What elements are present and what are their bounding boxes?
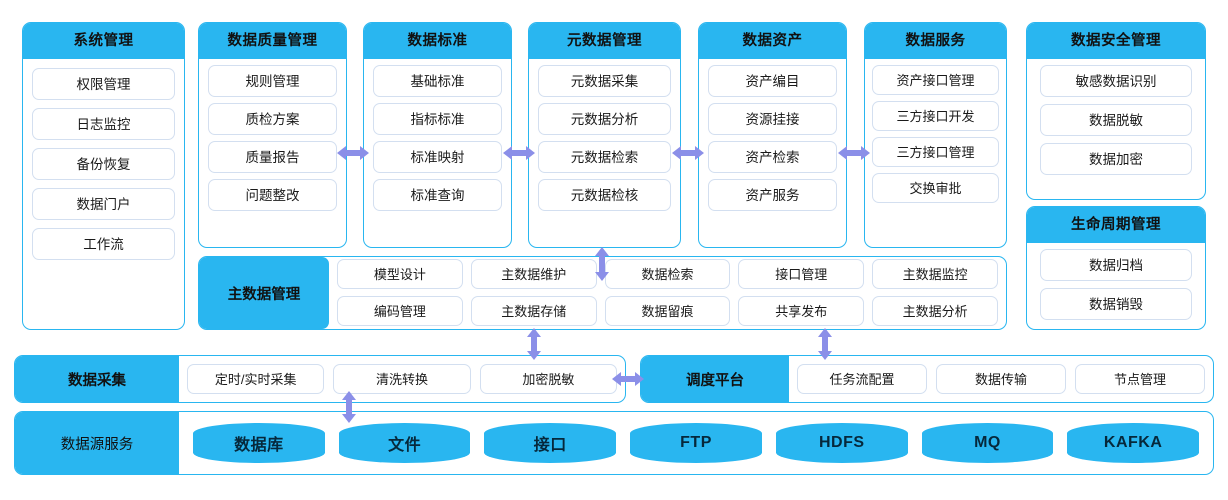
datasource-file[interactable]: 文件 <box>338 423 471 463</box>
chip-basic-standard[interactable]: 基础标准 <box>373 65 502 97</box>
chip-asset-search[interactable]: 资产检索 <box>708 141 837 173</box>
chip-metadata-analysis[interactable]: 元数据分析 <box>538 103 671 135</box>
panel-data-standard[interactable]: 数据标准 基础标准 指标标准 标准映射 标准查询 <box>363 22 512 248</box>
panel-metadata-management[interactable]: 元数据管理 元数据采集 元数据分析 元数据检索 元数据检核 <box>528 22 681 248</box>
panel-title-system-management: 系统管理 <box>23 23 184 59</box>
panel-data-asset[interactable]: 数据资产 资产编目 资源挂接 资产检索 资产服务 <box>698 22 847 248</box>
datasource-ftp[interactable]: FTP <box>630 423 762 463</box>
chip-data-portal[interactable]: 数据门户 <box>32 188 175 220</box>
chip-sensitive-data-identification[interactable]: 敏感数据识别 <box>1040 65 1192 97</box>
chip-workflow[interactable]: 工作流 <box>32 228 175 260</box>
strip-title-data-collection: 数据采集 <box>15 356 179 402</box>
chip-metadata-retrieval[interactable]: 元数据检索 <box>538 141 671 173</box>
chip-issue-remediation[interactable]: 问题整改 <box>208 179 337 211</box>
panel-data-security-management[interactable]: 数据安全管理 敏感数据识别 数据脱敏 数据加密 <box>1026 22 1206 200</box>
arrow-masterdata-to-scheduling <box>815 328 835 360</box>
strip-title-data-source-service: 数据源服务 <box>15 412 179 474</box>
strip-scheduling-platform[interactable]: 调度平台 任务流配置 数据传输 节点管理 <box>640 355 1214 403</box>
chip-task-flow-config[interactable]: 任务流配置 <box>797 364 927 394</box>
chip-metadata-audit[interactable]: 元数据检核 <box>538 179 671 211</box>
panel-title-data-quality-management: 数据质量管理 <box>199 23 346 59</box>
chip-master-data-storage[interactable]: 主数据存储 <box>470 296 597 326</box>
chip-data-masking[interactable]: 数据脱敏 <box>1040 104 1192 136</box>
arrow-standard-to-metadata <box>503 143 535 163</box>
datasource-mq[interactable]: MQ <box>921 423 1054 463</box>
chip-quality-report[interactable]: 质量报告 <box>208 141 337 173</box>
strip-title-scheduling-platform: 调度平台 <box>641 356 789 402</box>
arrow-quality-to-standard <box>337 143 369 163</box>
chip-log-monitoring[interactable]: 日志监控 <box>32 108 175 140</box>
chip-api-management[interactable]: 接口管理 <box>738 259 865 289</box>
arrow-collection-to-datasource <box>339 391 359 423</box>
chip-scheduled-realtime-collection[interactable]: 定时/实时采集 <box>187 364 325 394</box>
arrow-masterdata-to-collection <box>524 328 544 360</box>
chip-node-management[interactable]: 节点管理 <box>1075 364 1205 394</box>
strip-data-collection[interactable]: 数据采集 定时/实时采集 清洗转换 加密脱敏 <box>14 355 626 403</box>
chip-data-trace[interactable]: 数据留痕 <box>604 296 731 326</box>
arrow-asset-to-service <box>838 143 870 163</box>
datasource-kafka[interactable]: KAFKA <box>1067 423 1200 463</box>
chip-resource-mount[interactable]: 资源挂接 <box>708 103 837 135</box>
chip-backup-recovery[interactable]: 备份恢复 <box>32 148 175 180</box>
chip-standard-query[interactable]: 标准查询 <box>373 179 502 211</box>
panel-title-data-standard: 数据标准 <box>364 23 511 59</box>
chip-exchange-approval[interactable]: 交换审批 <box>872 173 999 203</box>
chip-third-party-api-dev[interactable]: 三方接口开发 <box>872 101 999 131</box>
panel-data-quality-management[interactable]: 数据质量管理 规则管理 质检方案 质量报告 问题整改 <box>198 22 347 248</box>
panel-title-data-asset: 数据资产 <box>699 23 846 59</box>
panel-system-management[interactable]: 系统管理 权限管理 日志监控 备份恢复 数据门户 工作流 <box>22 22 185 330</box>
panel-title-lifecycle-management: 生命周期管理 <box>1027 207 1205 243</box>
chip-standard-mapping[interactable]: 标准映射 <box>373 141 502 173</box>
chip-encryption-masking[interactable]: 加密脱敏 <box>479 364 617 394</box>
chip-asset-catalog[interactable]: 资产编目 <box>708 65 837 97</box>
chip-share-publish[interactable]: 共享发布 <box>738 296 865 326</box>
chip-data-archiving[interactable]: 数据归档 <box>1040 249 1192 281</box>
chip-indicator-standard[interactable]: 指标标准 <box>373 103 502 135</box>
chip-asset-api-management[interactable]: 资产接口管理 <box>872 65 999 95</box>
datasource-database[interactable]: 数据库 <box>193 423 325 463</box>
strip-data-source-service[interactable]: 数据源服务 数据库 文件 接口 FTP HDFS MQ KAFKA <box>14 411 1214 475</box>
arrow-collection-to-scheduling <box>612 369 644 389</box>
panel-lifecycle-management[interactable]: 生命周期管理 数据归档 数据销毁 <box>1026 206 1206 330</box>
chip-data-transfer[interactable]: 数据传输 <box>936 364 1066 394</box>
panel-title-metadata-management: 元数据管理 <box>529 23 680 59</box>
panel-title-data-security-management: 数据安全管理 <box>1027 23 1205 59</box>
chip-permission-management[interactable]: 权限管理 <box>32 68 175 100</box>
chip-data-destruction[interactable]: 数据销毁 <box>1040 288 1192 320</box>
arrow-metadata-to-asset <box>672 143 704 163</box>
chip-code-management[interactable]: 编码管理 <box>337 296 463 326</box>
panel-data-service[interactable]: 数据服务 资产接口管理 三方接口开发 三方接口管理 交换审批 <box>864 22 1007 248</box>
chip-model-design[interactable]: 模型设计 <box>337 259 463 289</box>
datasource-api[interactable]: 接口 <box>484 423 617 463</box>
chip-third-party-api-mgmt[interactable]: 三方接口管理 <box>872 137 999 167</box>
chip-master-data-monitor[interactable]: 主数据监控 <box>872 259 998 289</box>
chip-asset-service[interactable]: 资产服务 <box>708 179 837 211</box>
chip-data-encryption[interactable]: 数据加密 <box>1040 143 1192 175</box>
datasource-hdfs[interactable]: HDFS <box>775 423 908 463</box>
chip-metadata-collection[interactable]: 元数据采集 <box>538 65 671 97</box>
arrow-metadata-to-masterdata <box>592 247 612 281</box>
chip-master-data-maintain[interactable]: 主数据维护 <box>470 259 597 289</box>
chip-cleaning-transform[interactable]: 清洗转换 <box>333 364 471 394</box>
chip-quality-plan[interactable]: 质检方案 <box>208 103 337 135</box>
chip-data-retrieval[interactable]: 数据检索 <box>604 259 731 289</box>
strip-title-master-data-management: 主数据管理 <box>199 257 329 329</box>
panel-title-data-service: 数据服务 <box>865 23 1006 59</box>
chip-master-data-analysis[interactable]: 主数据分析 <box>872 296 998 326</box>
chip-rule-management[interactable]: 规则管理 <box>208 65 337 97</box>
